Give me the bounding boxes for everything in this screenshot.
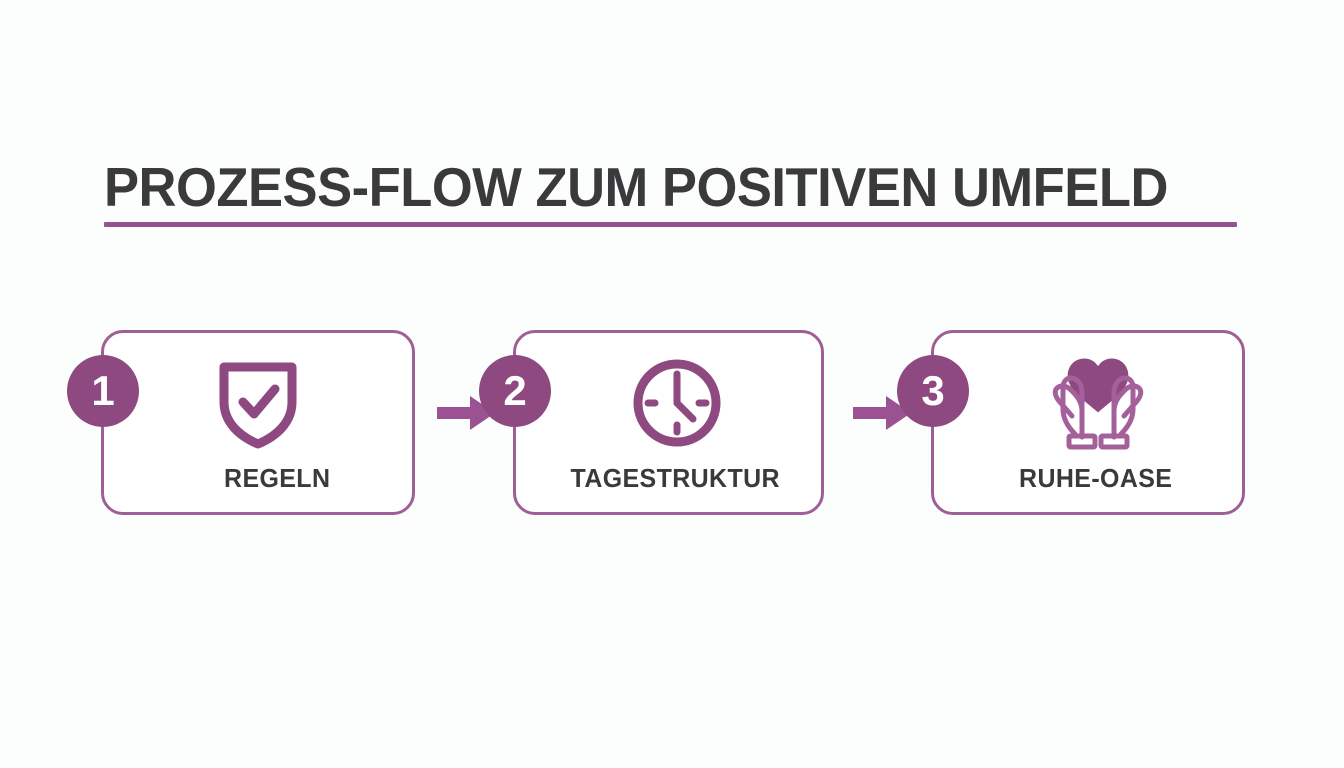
shield-check-icon [210, 355, 306, 451]
title-block: PROZESS-FLOW ZUM POSITIVEN UMFELD [104, 158, 1244, 216]
step-number-badge-1: 1 [67, 355, 139, 427]
heart-in-hands-icon [1036, 355, 1160, 451]
step-card-regeln[interactable]: 1 REGELN [67, 330, 415, 515]
step-card-tagestruktur[interactable]: 2 TAGESTRUKTUR [479, 330, 824, 515]
process-flow-row: 1 REGELN 2 [0, 330, 1344, 520]
title-underline [104, 222, 1237, 227]
step-card-ruhe-oase[interactable]: 3 RUHE-OASE [897, 330, 1245, 515]
step-label-3: RUHE-OASE [1019, 463, 1173, 493]
arrow-right-icon-1 [437, 393, 497, 433]
step-label-1: REGELN [224, 463, 331, 493]
step-label-2: TAGESTRUKTUR [570, 463, 780, 493]
page-title: PROZESS-FLOW ZUM POSITIVEN UMFELD [104, 156, 1168, 218]
step-number-badge-3: 3 [897, 355, 969, 427]
arrow-right-icon-2 [853, 393, 913, 433]
step-number-badge-2: 2 [479, 355, 551, 427]
clock-icon [629, 355, 725, 451]
